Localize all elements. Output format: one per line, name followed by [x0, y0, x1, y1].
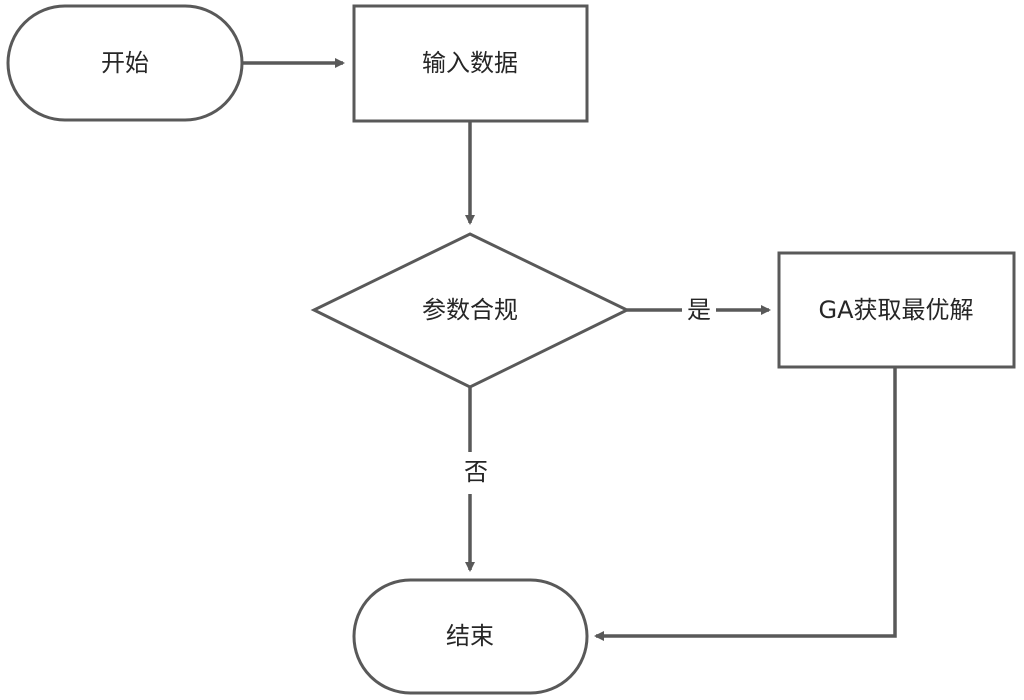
node-start: 开始: [6, 4, 244, 122]
node-end: 结束: [352, 578, 589, 695]
start-label: 开始: [101, 49, 149, 77]
end-terminator-shape: [352, 578, 589, 695]
node-input: 输入数据: [352, 4, 589, 123]
ga-process-shape: [777, 251, 1016, 369]
edge-label-yes: 是: [687, 296, 711, 324]
ga-label: GA获取最优解: [818, 296, 973, 324]
node-ga: GA获取最优解: [777, 251, 1016, 369]
node-check: 参数合规: [310, 232, 631, 389]
start-terminator-shape: [6, 4, 244, 122]
check-label: 参数合规: [422, 296, 518, 324]
input-label: 输入数据: [422, 49, 518, 77]
check-decision-shape: [310, 232, 631, 389]
end-label: 结束: [446, 622, 494, 650]
edge-ga-to-end: [594, 367, 897, 641]
edge-labels: 是 否: [458, 292, 716, 494]
edge-label-no: 否: [464, 458, 488, 486]
input-process-shape: [352, 4, 589, 123]
